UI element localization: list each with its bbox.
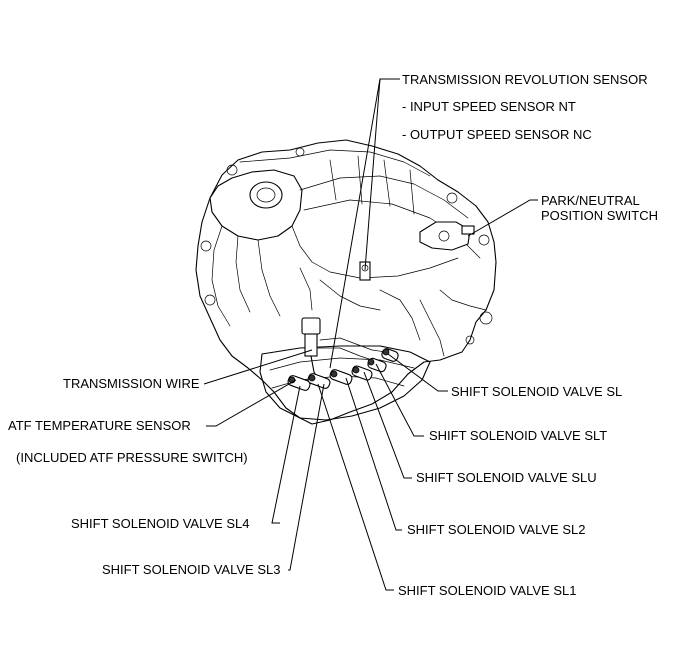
shift-solenoid-slt-label: SHIFT SOLENOID VALVE SLT: [429, 428, 608, 443]
shift-solenoid-sl2-label: SHIFT SOLENOID VALVE SL2: [407, 522, 586, 537]
shift-solenoid-sl1-label: SHIFT SOLENOID VALVE SL1: [398, 583, 577, 598]
atf-pressure-switch-label: (INCLUDED ATF PRESSURE SWITCH): [16, 450, 248, 465]
leader-lines: [203, 78, 538, 591]
transmission-housing: [195, 139, 497, 425]
output-speed-sensor-label: - OUTPUT SPEED SENSOR NC: [402, 127, 592, 142]
park-neutral-label-line2: POSITION SWITCH: [541, 208, 658, 223]
solenoid-valves: [287, 348, 399, 391]
shift-solenoid-sl3-label: SHIFT SOLENOID VALVE SL3: [102, 562, 281, 577]
revolution-sensor-label: TRANSMISSION REVOLUTION SENSOR: [402, 72, 648, 87]
atf-temperature-sensor-label: ATF TEMPERATURE SENSOR: [8, 418, 191, 433]
shift-solenoid-sl4-label: SHIFT SOLENOID VALVE SL4: [71, 516, 250, 531]
transmission-wire-connector: [301, 317, 387, 383]
shift-solenoid-slu-label: SHIFT SOLENOID VALVE SLU: [416, 470, 597, 485]
park-neutral-label-line1: PARK/NEUTRAL: [541, 193, 640, 208]
shift-solenoid-sl-label: SHIFT SOLENOID VALVE SL: [451, 384, 623, 399]
transmission-wire-label: TRANSMISSION WIRE: [63, 376, 200, 391]
input-speed-sensor-label: - INPUT SPEED SENSOR NT: [402, 99, 576, 114]
park-neutral-switch: [419, 221, 475, 251]
